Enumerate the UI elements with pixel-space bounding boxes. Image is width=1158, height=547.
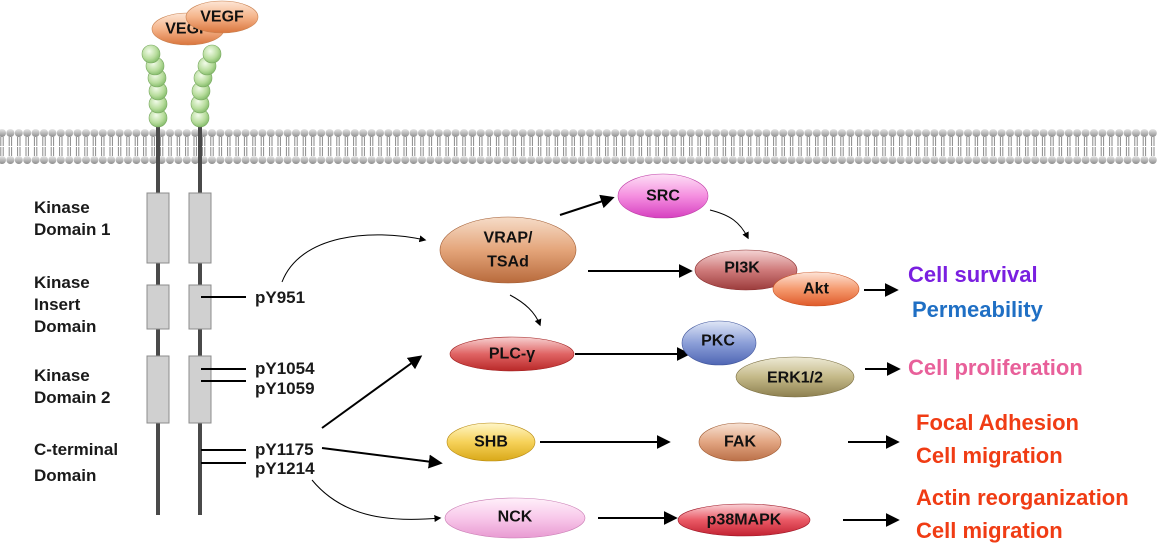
- signaling-nodes: VRAP/ TSAd SRC PI3K Akt PLC-γ PKC ERK1/2: [439, 173, 860, 539]
- node-pkc: PKC: [681, 320, 757, 366]
- node-shb-label: SHB: [474, 434, 508, 451]
- domain-label-kinase-2: Kinase Domain 2: [34, 366, 111, 407]
- outcome-cell-survival: Cell survival: [908, 262, 1038, 287]
- node-pi3k: PI3K: [694, 249, 798, 291]
- site-pY1059: pY1059: [255, 379, 315, 398]
- node-fak: FAK: [698, 422, 782, 462]
- node-vrap-label-2: TSAd: [487, 254, 529, 271]
- domain-label-kinase-insert: Kinase Insert Domain: [34, 273, 96, 336]
- vegf-label-right: VEGF: [200, 9, 244, 26]
- arrow-to-plcg: [321, 355, 423, 429]
- domain-label-kinase-1: Kinase Domain 1: [34, 198, 111, 239]
- node-erk-label: ERK1/2: [767, 370, 823, 387]
- node-vrap: VRAP/ TSAd: [439, 216, 577, 284]
- intracellular-domains: [146, 192, 212, 424]
- cell-membrane: [0, 129, 1157, 164]
- node-akt: Akt: [772, 271, 860, 307]
- outcome-cell-migration-1: Cell migration: [916, 443, 1063, 468]
- node-shb: SHB: [446, 422, 536, 462]
- domain-labels: Kinase Domain 1 Kinase Insert Domain Kin…: [34, 198, 123, 485]
- node-src-label: SRC: [646, 188, 680, 205]
- node-erk: ERK1/2: [735, 356, 855, 398]
- node-akt-label: Akt: [803, 281, 829, 298]
- outcome-cell-migration-2: Cell migration: [916, 518, 1063, 543]
- node-src: SRC: [617, 173, 709, 219]
- outcome-cell-proliferation: Cell proliferation: [908, 355, 1083, 380]
- node-nck: NCK: [444, 497, 586, 539]
- signaling-arrows: [281, 194, 901, 527]
- arrow-to-nck: [311, 479, 442, 522]
- outcome-actin-reorganization: Actin reorganization: [916, 485, 1129, 510]
- node-fak-label: FAK: [724, 434, 756, 451]
- arrow-to-shb: [321, 447, 443, 469]
- cellular-outcomes: Cell survival Permeability Cell prolifer…: [908, 262, 1129, 543]
- node-plcg: PLC-γ: [449, 336, 575, 372]
- arrow-vrap-to-src: [559, 194, 615, 216]
- arrow-src-to-pi3k: [709, 209, 749, 240]
- vegfr2-receptor: [141, 44, 246, 515]
- phospho-ticks: [201, 296, 246, 464]
- outcome-permeability: Permeability: [912, 297, 1044, 322]
- node-pkc-label: PKC: [701, 333, 735, 350]
- node-vrap-label-1: VRAP/: [484, 230, 533, 247]
- site-pY1175: pY1175: [255, 440, 314, 459]
- arrow-pY951-to-vrap: [281, 234, 427, 283]
- extracellular-ig-domains: [141, 44, 222, 128]
- node-plcg-label: PLC-γ: [489, 346, 535, 363]
- site-pY951: pY951: [255, 288, 305, 307]
- site-pY1214: pY1214: [255, 459, 315, 478]
- outcome-focal-adhesion: Focal Adhesion: [916, 410, 1079, 435]
- node-nck-label: NCK: [498, 509, 533, 526]
- node-pi3k-label: PI3K: [724, 260, 760, 277]
- node-p38mapk: p38MAPK: [677, 503, 811, 537]
- arrow-vrap-to-plcg: [509, 294, 542, 327]
- vegf-ligand-right: VEGF: [185, 0, 259, 34]
- domain-label-c-terminal: C-terminal Domain: [34, 440, 123, 485]
- node-p38mapk-label: p38MAPK: [707, 512, 782, 529]
- phosphosite-labels: pY951 pY1054 pY1059 pY1175 pY1214: [255, 288, 315, 478]
- site-pY1054: pY1054: [255, 359, 315, 378]
